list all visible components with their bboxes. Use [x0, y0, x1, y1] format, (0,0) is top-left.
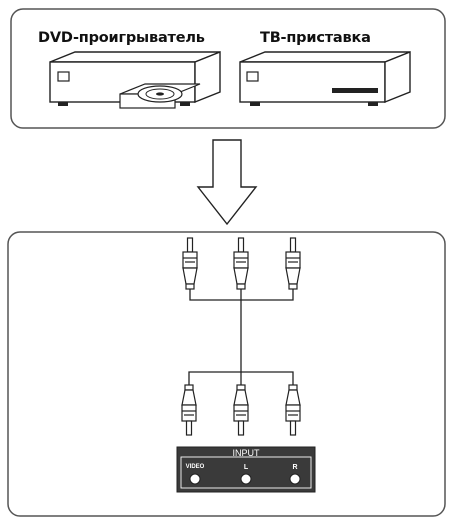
right-audio-jack-label: R: [292, 464, 297, 471]
tv-connection-frame: [7, 231, 446, 517]
rca-plug-top-center: [233, 237, 249, 290]
video-jack-label: VIDEO: [186, 464, 205, 470]
av-cable: [188, 289, 294, 385]
input-panel-title: INPUT: [233, 448, 261, 458]
rca-plug-top-left: [182, 237, 198, 290]
right-audio-jack: [289, 473, 301, 485]
source-devices-frame: [10, 8, 446, 129]
dvd-player-illustration: [49, 50, 221, 109]
dvd-player-label: DVD-проигрыватель: [38, 30, 205, 46]
down-arrow-icon: [196, 139, 258, 226]
set-top-box-illustration: [239, 50, 411, 106]
rca-plug-top-right: [285, 237, 301, 290]
left-audio-jack: [240, 473, 252, 485]
set-top-box-label: ТВ-приставка: [260, 30, 371, 46]
rca-plug-bottom-left: [181, 384, 197, 436]
left-audio-jack-label: L: [244, 464, 249, 471]
rca-plug-bottom-center: [233, 384, 249, 436]
video-jack: [189, 473, 201, 485]
rca-plug-bottom-right: [285, 384, 301, 436]
input-panel: INPUT VIDEO L R: [176, 446, 316, 493]
